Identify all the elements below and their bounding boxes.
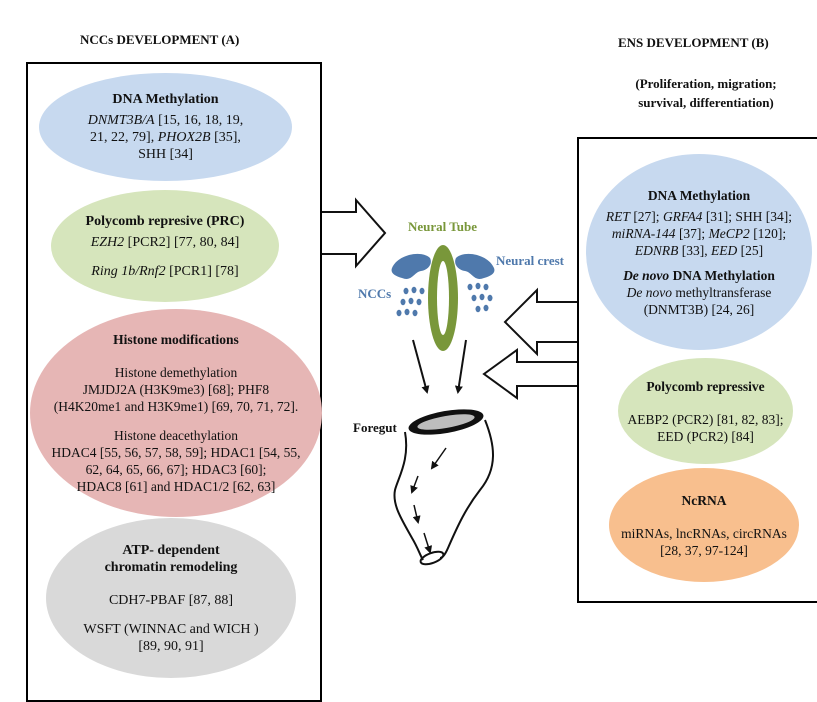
- right-panel-frame: [577, 137, 817, 603]
- center-diagram: [322, 197, 577, 566]
- right-panel-subtitle: (Proliferation, migration; survival, dif…: [635, 76, 777, 110]
- left-dna-methylation-ellipse: DNA Methylation DNMT3B/A [15, 16, 18, 19…: [39, 73, 292, 181]
- left-histone-modifications-ellipse: Histone modifications Histone demethylat…: [30, 309, 322, 517]
- right-denovo-title: De novo DNA Methylation: [623, 267, 775, 283]
- right-dna-methylation-ellipse: DNA Methylation RET [27]; GRFA4 [31]; SH…: [586, 154, 812, 350]
- neural-crest-left: [391, 253, 431, 279]
- neural-crest-right: [455, 253, 495, 279]
- foregut-opening-inner: [417, 414, 475, 430]
- migration-arrow-left: [412, 339, 430, 394]
- right-lower-block-arrow: [482, 348, 577, 400]
- left-polycomb-title: Polycomb represive (PRC): [85, 213, 245, 229]
- right-polycomb-ellipse: Polycomb repressive AEBP2 (PCR2) [81, 82…: [618, 358, 793, 464]
- right-polycomb-title: Polycomb repressive: [646, 378, 765, 394]
- foregut: [393, 419, 494, 566]
- left-dna-methylation-title: DNA Methylation: [112, 92, 219, 107]
- foregut-migration-arrows: [410, 447, 447, 554]
- right-upper-block-arrow: [503, 287, 577, 357]
- right-ncrna-title: NcRNA: [681, 492, 727, 508]
- migration-arrow-right: [454, 339, 467, 394]
- left-polycomb-ellipse: Polycomb represive (PRC) EZH2 [PCR2] [77…: [51, 190, 279, 302]
- neural-tube-lumen: [437, 261, 449, 335]
- right-panel-header: ENS DEVELOPMENT (B): [618, 35, 769, 50]
- nccs-dots-right: [467, 282, 493, 313]
- left-block-arrow: [322, 197, 387, 269]
- foregut-label: Foregut: [353, 420, 397, 435]
- nccs-dots-left: [396, 286, 425, 317]
- right-ncrna-ellipse: NcRNA miRNAs, lncRNAs, circRNAs [28, 37,…: [609, 468, 799, 582]
- neural-crest-label: Neural crest: [496, 253, 564, 268]
- right-dna-methylation-title: DNA Methylation: [647, 187, 751, 203]
- left-panel-header: NCCs DEVELOPMENT (A): [80, 32, 240, 47]
- neural-tube-label: Neural Tube: [408, 219, 477, 234]
- left-atp-chromatin-ellipse: ATP- dependent chromatin remodeling CDH7…: [46, 518, 296, 678]
- nccs-label: NCCs: [358, 286, 392, 301]
- left-histone-title: Histone modifications: [113, 332, 239, 347]
